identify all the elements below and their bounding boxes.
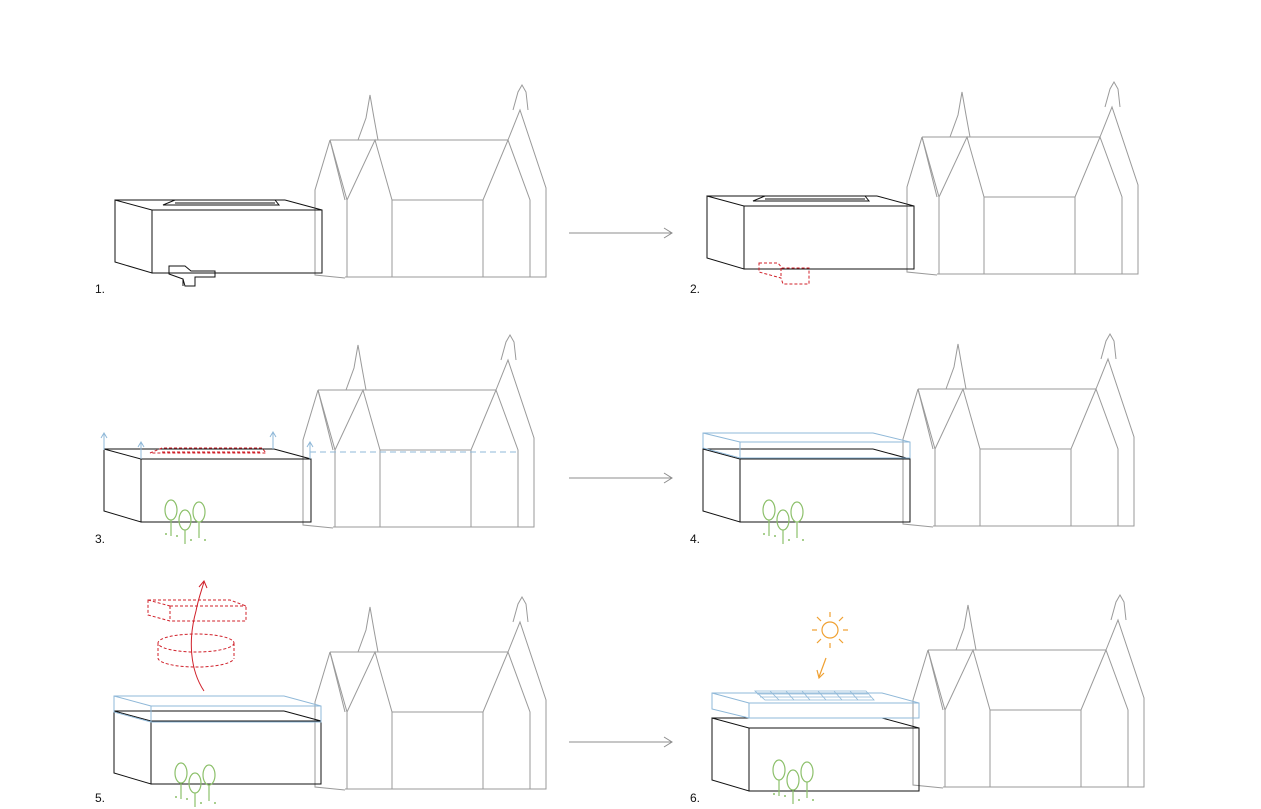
- step-6-panel: 6.: [690, 594, 1145, 805]
- rotate-arrow-icon: [190, 580, 208, 692]
- solar-panel-icon: [753, 690, 875, 701]
- removed-skylight: [149, 447, 268, 454]
- sun-icon: [812, 612, 848, 680]
- existing-building: [702, 448, 911, 523]
- step-label: 6.: [690, 791, 700, 805]
- step-2-panel: 2.: [690, 81, 1139, 296]
- removed-annex: [758, 262, 810, 285]
- step-5-panel: 5.: [95, 580, 547, 808]
- new-floor: [702, 432, 911, 459]
- church-outline: [314, 84, 547, 279]
- new-floor: [711, 692, 920, 719]
- removed-volume: [147, 599, 247, 668]
- church-outline: [314, 596, 547, 791]
- tree-icon: [174, 762, 217, 808]
- church-outline: [902, 333, 1135, 528]
- step-label: 5.: [95, 791, 105, 805]
- church-outline: [912, 594, 1145, 789]
- step-4-panel: 4.: [690, 333, 1135, 546]
- existing-building: [711, 717, 920, 792]
- tree-icon: [772, 759, 815, 805]
- church-outline: [302, 334, 535, 529]
- new-floor: [113, 695, 322, 723]
- step-label: 4.: [690, 532, 700, 546]
- existing-building: [706, 195, 915, 270]
- arrow-right-icon: [569, 227, 673, 239]
- step-label: 3.: [95, 532, 105, 546]
- church-outline: [906, 81, 1139, 276]
- up-arrow-icon: [100, 431, 314, 459]
- step-label: 2.: [690, 282, 700, 296]
- arrow-right-icon: [569, 736, 673, 748]
- step-label: 1.: [95, 282, 105, 296]
- step-3-panel: 3.: [95, 334, 535, 546]
- step-1-panel: 1.: [95, 84, 547, 296]
- existing-building: [114, 199, 323, 287]
- existing-building: [103, 448, 312, 523]
- arrow-right-icon: [569, 472, 673, 484]
